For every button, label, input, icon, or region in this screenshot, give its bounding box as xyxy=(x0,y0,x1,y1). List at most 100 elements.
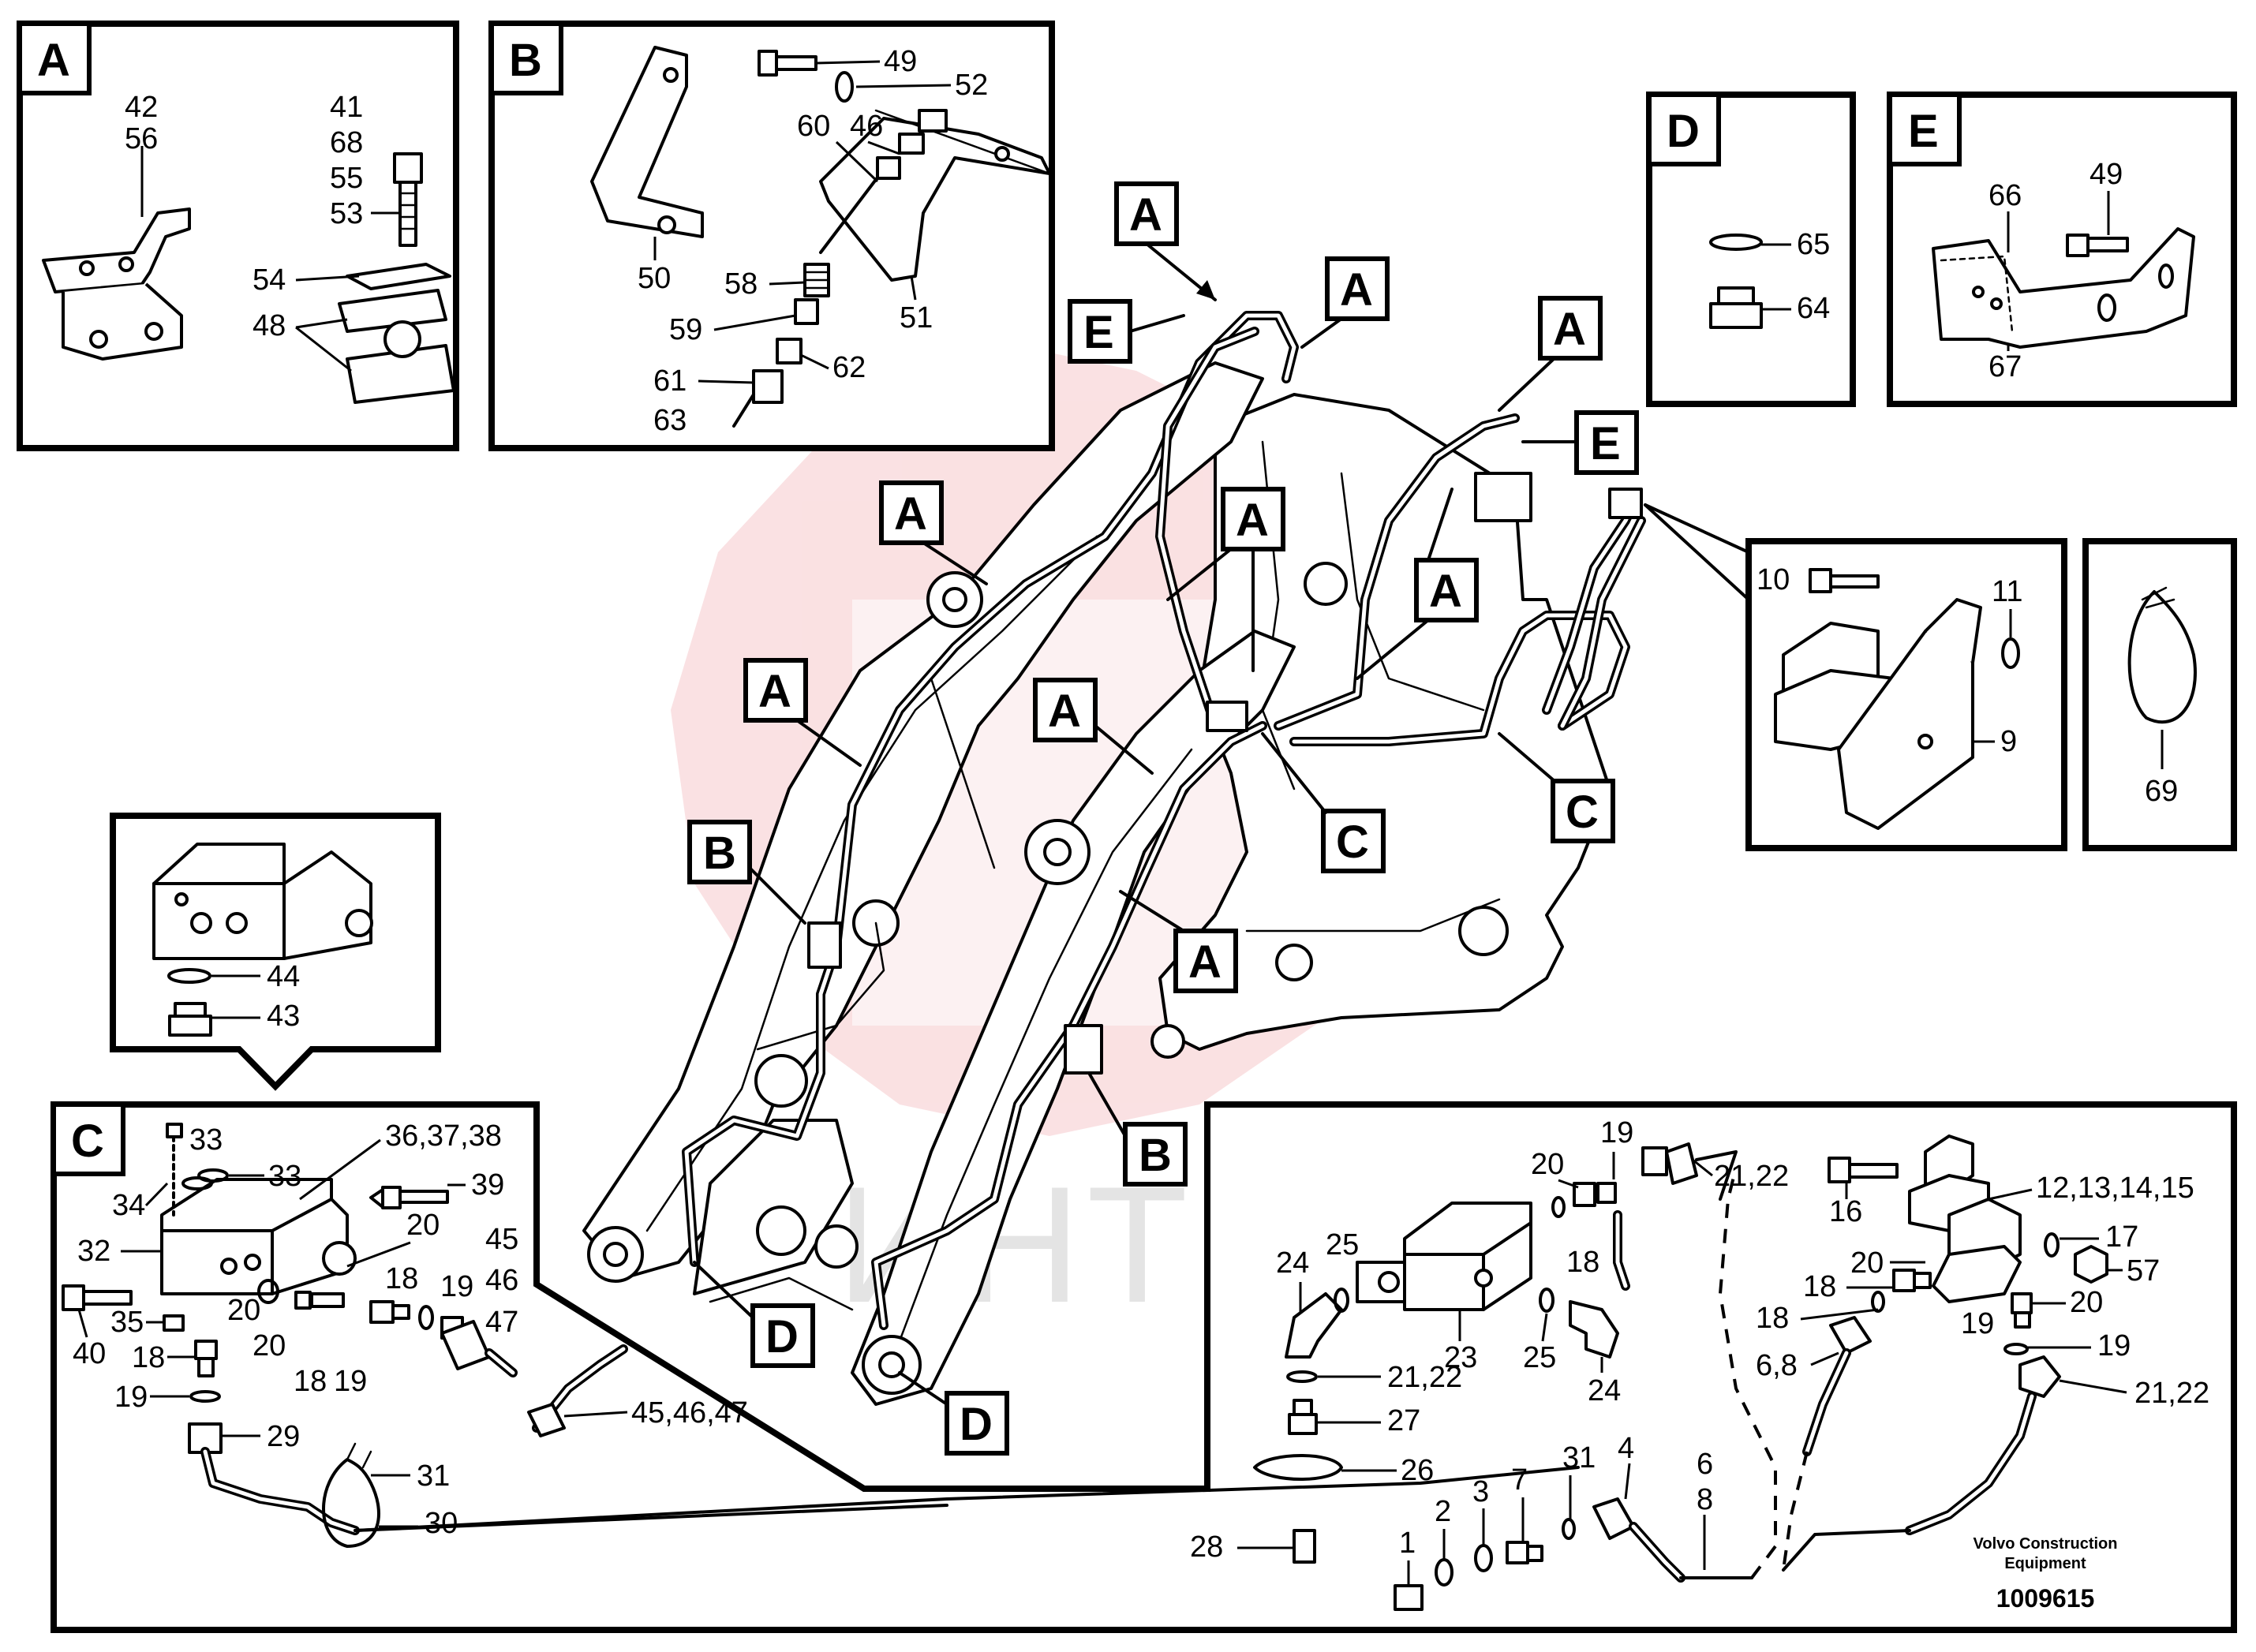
callout: 7 xyxy=(1511,1463,1528,1497)
callout: 69 xyxy=(2145,775,2178,808)
callout: 19 xyxy=(2097,1329,2131,1362)
callout: 68 xyxy=(330,126,363,159)
main-tags: A A E A A E A A A A A C xyxy=(687,181,1639,1456)
callout: 51 xyxy=(900,301,933,335)
callout: 19 xyxy=(1961,1307,1994,1340)
callout: 55 xyxy=(330,162,363,195)
callout: 18 xyxy=(1566,1246,1599,1279)
callout: 18 xyxy=(1803,1270,1836,1303)
loader-frame-drawing xyxy=(582,311,1646,1406)
callout: 39 xyxy=(471,1168,504,1202)
tag-b: B xyxy=(1139,1130,1172,1181)
callout: 49 xyxy=(2090,158,2123,191)
callout: 61 xyxy=(653,364,687,398)
callout: 62 xyxy=(832,351,866,384)
tag-a: A xyxy=(1236,495,1269,546)
callout: 45,46,47 xyxy=(631,1396,748,1430)
tag-a: A xyxy=(1188,936,1222,988)
callout: 35 xyxy=(110,1306,144,1339)
panel-b-letter: B xyxy=(509,35,542,86)
callout: 33 xyxy=(268,1160,301,1193)
callout: 19 xyxy=(114,1381,148,1414)
callout: 24 xyxy=(1276,1246,1309,1280)
tag-b: B xyxy=(703,828,736,879)
callout: 57 xyxy=(2127,1254,2160,1288)
company-name-line2: Equipment xyxy=(2004,1555,2086,1572)
tag-e: E xyxy=(1083,307,1114,358)
callout: 20 xyxy=(253,1329,286,1362)
callout: 50 xyxy=(638,262,671,295)
callout: 8 xyxy=(1697,1483,1713,1516)
callout: 32 xyxy=(77,1235,110,1268)
callout: 25 xyxy=(1523,1341,1556,1374)
brand-block: Volvo Construction Equipment 1009615 xyxy=(1974,1535,2118,1613)
callout: 30 xyxy=(425,1507,458,1540)
tag-c: C xyxy=(1566,787,1599,838)
callout: 11 xyxy=(1992,575,2022,608)
callout: 60 xyxy=(797,110,830,143)
callout: 18 xyxy=(132,1341,165,1374)
callout: 26 xyxy=(1401,1454,1434,1487)
detail-right-hydraulics: 23 20 19 18 21,22 25 24 25 24 21,22 xyxy=(1190,1116,2209,1611)
callout: 33 xyxy=(189,1123,223,1157)
tag-a: A xyxy=(1429,566,1462,617)
callout: 48 xyxy=(253,309,286,342)
callout: 1 xyxy=(1399,1527,1416,1560)
callout: 41 xyxy=(330,91,363,124)
callout: 47 xyxy=(485,1306,518,1339)
callout: 23 xyxy=(1444,1341,1477,1374)
callout: 18 xyxy=(1756,1302,1789,1335)
tag-a: A xyxy=(1129,189,1162,241)
callout: 52 xyxy=(955,69,988,102)
callout: 24 xyxy=(1588,1374,1621,1407)
callout: 20 xyxy=(2070,1286,2103,1319)
callout: 2 xyxy=(1435,1495,1451,1528)
callout: 63 xyxy=(653,404,687,437)
callout: 45 xyxy=(485,1223,518,1256)
callout: 10 xyxy=(1757,563,1790,596)
panel-d-letter: D xyxy=(1667,106,1700,157)
callout: 40 xyxy=(73,1337,106,1370)
callout: 25 xyxy=(1326,1228,1359,1261)
callout: 20 xyxy=(406,1209,440,1242)
detail-panel-b: B 50 49 52 51 60 46 58 59 xyxy=(488,21,1055,451)
detail-panel-tie: 69 xyxy=(2082,538,2237,851)
tag-d: D xyxy=(765,1311,799,1362)
callout: 46 xyxy=(850,110,883,143)
callout: 58 xyxy=(724,267,758,301)
callout: 44 xyxy=(267,960,300,993)
callout: 31 xyxy=(1562,1441,1596,1474)
tag-a: A xyxy=(1553,304,1586,355)
drawing-number: 1009615 xyxy=(1996,1584,2095,1613)
callout: 20 xyxy=(1531,1148,1564,1181)
tag-a: A xyxy=(758,666,791,717)
callout: 65 xyxy=(1797,228,1830,261)
panel-e-letter: E xyxy=(1908,106,1939,157)
tag-a: A xyxy=(1340,264,1373,316)
callout: 19 xyxy=(334,1365,367,1398)
callout: 18 xyxy=(385,1262,418,1295)
detail-panel-c: C 34 33 33 36,37,38 39 32 20 45 46 18 19… xyxy=(51,1101,2237,1633)
callout: 21,22 xyxy=(1387,1361,1462,1394)
callout: 53 xyxy=(330,197,363,230)
callout: 36,37,38 xyxy=(385,1119,502,1153)
tag-a: A xyxy=(894,488,927,540)
callout: 42 xyxy=(125,91,158,124)
detail-panel-block: 44 43 xyxy=(110,813,441,1091)
panel-c-letter: C xyxy=(71,1116,104,1167)
callout: 43 xyxy=(267,1000,300,1033)
detail-panel-d: D 65 64 xyxy=(1646,92,1856,407)
callout: 6,8 xyxy=(1756,1349,1798,1382)
callout: 21,22 xyxy=(1714,1160,1789,1193)
callout: 19 xyxy=(1600,1116,1633,1149)
callout: 20 xyxy=(1850,1246,1884,1280)
callout: 59 xyxy=(669,313,702,346)
callout: 31 xyxy=(417,1460,450,1493)
callout: 64 xyxy=(1797,292,1830,325)
callout: 4 xyxy=(1618,1432,1634,1465)
callout: 27 xyxy=(1387,1404,1420,1437)
tag-a: A xyxy=(1048,686,1081,737)
callout: 54 xyxy=(253,263,286,297)
callout: 28 xyxy=(1190,1531,1223,1564)
detail-panel-a: A 42 56 41 68 55 53 54 48 xyxy=(17,21,459,451)
